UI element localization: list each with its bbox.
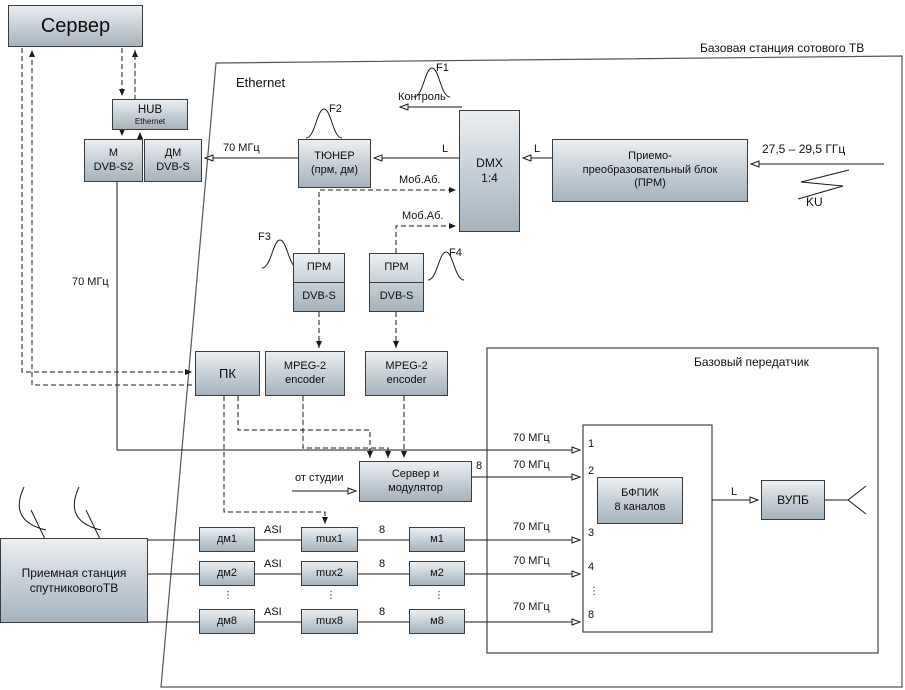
edge-label-l-dmx: L: [442, 143, 449, 155]
node-dmx: DMX 1:4: [459, 110, 520, 232]
ellipsis-dm-column: ⋮: [223, 590, 233, 601]
edge-label-asi-1: ASI: [264, 524, 282, 536]
f4-response-icon: [427, 251, 465, 281]
link-enc1-to-servmod: [302, 396, 391, 458]
f2-response-icon: [305, 108, 343, 139]
node-receiver-converter-block: Приемо- преобразовательный блок (ПРМ): [552, 139, 748, 202]
node-mpeg2-encoder-2: MPEG-2 encoder: [365, 351, 448, 396]
edge-label-8-servmod: 8: [476, 460, 483, 472]
node-vupb: ВУПБ: [761, 480, 825, 520]
link-pk-to-servmod: [237, 396, 373, 458]
edge-label-8-bus2: 8: [379, 558, 386, 570]
solid-links: [116, 107, 884, 622]
prm2-standard: DVB-S: [370, 282, 423, 311]
node-server: Сервер: [8, 5, 143, 47]
node-m1: м1: [409, 527, 465, 552]
dish-antenna-icon-1: [18, 486, 47, 540]
edge-label-70mhz-in2: 70 МГц: [513, 459, 550, 471]
node-m2: м2: [409, 561, 465, 586]
node-dm2: дм2: [199, 561, 255, 586]
edge-label-control: Контроль: [398, 91, 446, 103]
edge-label-70mhz-in8: 70 МГц: [513, 601, 550, 613]
edge-label-mobab-2: Моб.Аб.: [402, 210, 444, 222]
link-mobab2-to-dmx: [395, 223, 456, 253]
node-m8: м8: [409, 609, 465, 634]
node-prm-dvbs-2: ПРМ DVB-S: [369, 253, 424, 312]
link-pk-to-mux: [223, 396, 328, 524]
node-modulator-dvbs2: М DVB-S2: [84, 139, 143, 182]
edge-label-l-prm: L: [534, 143, 541, 155]
node-mux1: mux1: [301, 527, 358, 552]
edge-label-asi-8: ASI: [264, 606, 282, 618]
channel-number-2: 2: [588, 465, 595, 477]
node-hub: HUB Ethernet: [112, 99, 188, 130]
ellipsis-channel-column: ⋮: [589, 586, 599, 597]
edge-label-ku: KU: [806, 195, 823, 209]
prm1-title: ПРМ: [306, 261, 332, 274]
channel-number-1: 1: [588, 438, 595, 450]
label-f1: F1: [436, 62, 449, 74]
transmitter-label: Базовый передатчик: [694, 355, 809, 369]
node-prm-dvbs-1: ПРМ DVB-S: [293, 253, 345, 312]
edge-label-70mhz-tuner: 70 МГц: [223, 142, 260, 154]
base-station-label: Базовая станция сотового ТВ: [700, 41, 865, 55]
base-station-boundary: [160, 55, 903, 688]
edge-label-mobab-1: Моб.Аб.: [399, 174, 441, 186]
edge-label-8-bus8: 8: [379, 606, 386, 618]
dashed-links: [21, 48, 456, 524]
prm1-standard: DVB-S: [294, 282, 344, 311]
node-dm8: дм8: [199, 609, 255, 634]
channel-number-8: 8: [588, 609, 595, 621]
edge-label-ghz-range: 27,5 – 29,5 ГГц: [762, 142, 846, 156]
edge-label-asi-2: ASI: [264, 558, 282, 570]
ellipsis-mux-column: ⋮: [326, 590, 336, 601]
node-mux2: mux2: [301, 561, 358, 586]
label-f3: F3: [258, 231, 271, 243]
channel-bank-boundary: [582, 424, 713, 633]
ellipsis-m-column: ⋮: [434, 590, 444, 601]
edge-label-70mhz-in4: 70 МГц: [513, 555, 550, 567]
node-dm1: дм1: [199, 527, 255, 552]
link-server-to-pk: [21, 48, 192, 375]
transmit-antenna-icon: [847, 485, 867, 515]
link-pk-to-server: [29, 50, 192, 386]
ethernet-label: Ethernet: [236, 75, 286, 90]
channel-number-3: 3: [588, 527, 595, 539]
edge-label-from-studio: от студии: [295, 472, 344, 484]
node-satellite-station: Приемная станция спутниковогоТВ: [0, 538, 148, 623]
edge-label-70mhz-if: 70 МГц: [72, 276, 109, 288]
node-bfpik: БФПИК 8 каналов: [597, 477, 683, 524]
dish-antenna-icon-2: [73, 486, 102, 540]
node-tuner: ТЮНЕР (прм, дм): [298, 139, 371, 188]
link-mdvbs2-to-ch1: [116, 182, 580, 450]
edge-label-70mhz-in1: 70 МГц: [513, 432, 550, 444]
f3-response-icon: [261, 239, 299, 269]
edge-label-l-out: L: [731, 486, 738, 498]
node-server-modulator: Сервер и модулятор: [359, 461, 472, 502]
link-mobab1-to-dmx: [318, 187, 456, 253]
hub-subtitle: Ethernet: [134, 116, 166, 126]
ku-feed-icon: [797, 169, 850, 200]
node-mpeg2-encoder-1: MPEG-2 encoder: [265, 351, 345, 396]
node-pc: ПК: [195, 351, 260, 396]
node-demodulator-dvbs: ДМ DVB-S: [144, 139, 202, 182]
edge-label-8-bus1: 8: [379, 524, 386, 536]
node-mux8: mux8: [301, 609, 358, 634]
edge-label-70mhz-in3: 70 МГц: [513, 521, 550, 533]
label-f2: F2: [329, 103, 342, 115]
channel-number-4: 4: [588, 561, 595, 573]
f1-response-icon: [413, 67, 451, 98]
prm2-title: ПРМ: [384, 261, 409, 274]
hub-title: HUB: [137, 103, 163, 116]
transmitter-boundary: [486, 347, 879, 654]
label-f4: F4: [449, 247, 462, 259]
